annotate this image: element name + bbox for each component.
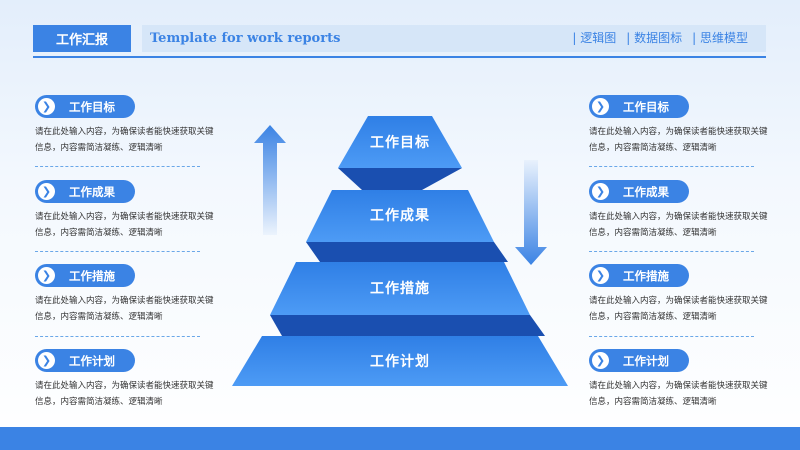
- left-pill-plan: ❯ 工作计划: [35, 349, 135, 372]
- divider: [35, 336, 200, 337]
- chevron-right-icon: ❯: [38, 183, 55, 200]
- right-pill-measure: ❯ 工作措施: [589, 264, 689, 287]
- pyramid-tier-1: [338, 116, 462, 168]
- header-title: Template for work reports: [150, 31, 341, 46]
- header-tag: 工作汇报: [33, 25, 131, 52]
- right-pill-result: ❯ 工作成果: [589, 180, 689, 203]
- item-description: 请在此处输入内容，为确保读者能快速获取关键信息，内容需简洁凝练、逻辑清晰: [35, 296, 214, 322]
- header-line: [33, 56, 766, 58]
- right-item-result: ❯ 工作成果 请在此处输入内容，为确保读者能快速获取关键信息，内容需简洁凝练、逻…: [589, 180, 769, 241]
- pyramid-tier-label: 工作措施: [370, 281, 430, 297]
- divider: [589, 166, 754, 167]
- pyramid-fold: [270, 315, 545, 336]
- item-description: 请在此处输入内容，为确保读者能快速获取关键信息，内容需简洁凝练、逻辑清晰: [589, 127, 768, 153]
- divider: [589, 251, 754, 252]
- pill-label: 工作目标: [623, 99, 669, 114]
- chevron-right-icon: ❯: [592, 98, 609, 115]
- left-pill-result: ❯ 工作成果: [35, 180, 135, 203]
- pyramid-fold: [306, 242, 508, 262]
- nav-thinking-model[interactable]: | 思维模型: [692, 31, 748, 45]
- chevron-right-icon: ❯: [38, 352, 55, 369]
- right-item-measure: ❯ 工作措施 请在此处输入内容，为确保读者能快速获取关键信息，内容需简洁凝练、逻…: [589, 264, 769, 325]
- item-description: 请在此处输入内容，为确保读者能快速获取关键信息，内容需简洁凝练、逻辑清晰: [589, 212, 768, 238]
- right-item-goal: ❯ 工作目标 请在此处输入内容，为确保读者能快速获取关键信息，内容需简洁凝练、逻…: [589, 95, 769, 156]
- nav-data-icons[interactable]: | 数据图标: [626, 31, 683, 45]
- chevron-right-icon: ❯: [592, 352, 609, 369]
- chevron-right-icon: ❯: [38, 98, 55, 115]
- right-item-plan: ❯ 工作计划 请在此处输入内容，为确保读者能快速获取关键信息，内容需简洁凝练、逻…: [589, 349, 769, 410]
- pyramid-tier-label: 工作成果: [370, 208, 430, 224]
- pill-label: 工作目标: [69, 99, 115, 114]
- pyramid-fold: [338, 168, 462, 190]
- chevron-right-icon: ❯: [38, 267, 55, 284]
- pyramid-tier-2: [306, 190, 494, 242]
- left-item-result: ❯ 工作成果 请在此处输入内容，为确保读者能快速获取关键信息，内容需简洁凝练、逻…: [35, 180, 215, 241]
- right-pill-goal: ❯ 工作目标: [589, 95, 689, 118]
- item-description: 请在此处输入内容，为确保读者能快速获取关键信息，内容需简洁凝练、逻辑清晰: [35, 127, 214, 153]
- divider: [35, 166, 200, 167]
- arrow-down-icon: [515, 160, 547, 265]
- left-item-plan: ❯ 工作计划 请在此处输入内容，为确保读者能快速获取关键信息，内容需简洁凝练、逻…: [35, 349, 215, 410]
- pyramid-tier-4: [232, 336, 568, 386]
- pill-label: 工作措施: [69, 268, 115, 283]
- left-pill-goal: ❯ 工作目标: [35, 95, 135, 118]
- left-item-measure: ❯ 工作措施 请在此处输入内容，为确保读者能快速获取关键信息，内容需简洁凝练、逻…: [35, 264, 215, 325]
- item-description: 请在此处输入内容，为确保读者能快速获取关键信息，内容需简洁凝练、逻辑清晰: [589, 296, 768, 322]
- footer-bar: [0, 427, 800, 450]
- chevron-right-icon: ❯: [592, 183, 609, 200]
- left-pill-measure: ❯ 工作措施: [35, 264, 135, 287]
- divider: [35, 251, 200, 252]
- pyramid-tier-label: 工作目标: [370, 135, 430, 151]
- pill-label: 工作成果: [69, 184, 115, 199]
- right-pill-plan: ❯ 工作计划: [589, 349, 689, 372]
- item-description: 请在此处输入内容，为确保读者能快速获取关键信息，内容需简洁凝练、逻辑清晰: [35, 381, 214, 407]
- divider: [589, 336, 754, 337]
- arrow-up-icon: [254, 125, 286, 235]
- chevron-right-icon: ❯: [592, 267, 609, 284]
- item-description: 请在此处输入内容，为确保读者能快速获取关键信息，内容需简洁凝练、逻辑清晰: [589, 381, 768, 407]
- pill-label: 工作措施: [623, 268, 669, 283]
- pill-label: 工作计划: [69, 353, 115, 368]
- item-description: 请在此处输入内容，为确保读者能快速获取关键信息，内容需简洁凝练、逻辑清晰: [35, 212, 214, 238]
- pyramid-tier-3: [270, 262, 530, 315]
- pyramid-tier-label: 工作计划: [370, 354, 430, 370]
- pill-label: 工作成果: [623, 184, 669, 199]
- nav-logic[interactable]: | 逻辑图: [572, 31, 617, 45]
- left-item-goal: ❯ 工作目标 请在此处输入内容，为确保读者能快速获取关键信息，内容需简洁凝练、逻…: [35, 95, 215, 156]
- header-band: [142, 25, 766, 52]
- header-nav: | 逻辑图 | 数据图标 | 思维模型: [572, 25, 748, 52]
- pill-label: 工作计划: [623, 353, 669, 368]
